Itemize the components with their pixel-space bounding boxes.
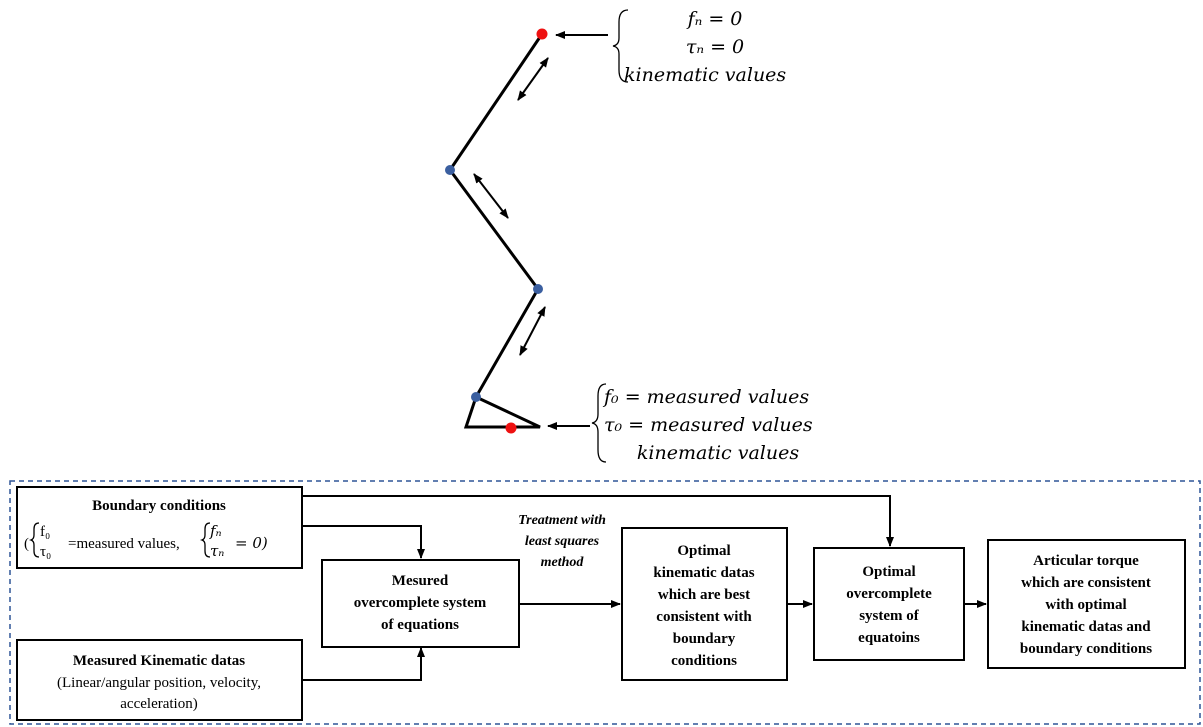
top-condition-brace [612,9,629,83]
boundary-conditions-box: Boundary conditions ( f₀ τ₀ =measured va… [16,486,303,569]
articular-torque-box: Articular torque which are consistent wi… [987,539,1186,669]
bottom-condition-group: f₀ = measured values τ₀ = measured value… [591,383,813,464]
optimal-kinematic-line5: boundary [673,631,736,647]
flow-connectors [302,495,987,681]
segment-arrow-top [517,57,549,101]
boundary-conditions-title: Boundary conditions [92,498,226,514]
boundary-brace-right [199,522,211,558]
optimal-kinematic-line3: which are best [658,587,750,603]
optimal-system-line1: Optimal [862,564,915,580]
boundary-zero: = 0) [235,534,268,552]
boundary-open-paren: ( [24,536,29,552]
articular-torque-line2: which are consistent [1021,575,1151,591]
bottom-condition-brace [591,383,607,463]
measured-kinematic-box: Measured Kinematic datas (Linear/angular… [16,639,303,721]
mesured-system-line3: of equations [381,617,459,633]
optimal-system-line2: overcomplete [846,586,932,602]
optimal-system-line4: equatoins [858,630,920,646]
treatment-note: Treatment with least squares method [518,513,606,570]
linkage-segments [448,33,544,429]
measured-kinematic-title: Measured Kinematic datas [73,653,245,669]
bottom-condition-line3: kinematic values [637,442,799,464]
optimal-system-line3: system of [859,608,920,624]
mesured-system-box: Mesured overcomplete system of equations [321,559,520,648]
top-condition-group: fₙ = 0 τₙ = 0 kinematic values [612,8,786,86]
measured-kinematic-line2: acceleration) [120,696,197,712]
articular-torque-line5: boundary conditions [1020,641,1152,657]
articular-torque-line1: Articular torque [1033,553,1139,569]
connector-boundary-to-optimal-system [302,495,894,547]
joint-lower [471,392,481,402]
treatment-note-line1: Treatment with [518,513,606,528]
top-condition-line2: τₙ = 0 [686,36,744,58]
boundary-fn: fₙ [209,522,222,540]
joint-middle [533,284,543,294]
articular-torque-line4: kinematic datas and [1021,619,1151,635]
segment-arrow-lower [519,306,546,356]
articular-torque-line3: with optimal [1045,597,1126,613]
optimal-kinematic-line2: kinematic datas [653,565,754,581]
boundary-taun: τₙ [210,542,224,560]
optimal-kinematic-line1: Optimal [677,543,730,559]
top-condition-line1: fₙ = 0 [686,8,743,30]
endpoint-top [536,28,548,40]
optimal-kinematic-line6: conditions [671,653,737,669]
bottom-condition-line2: τ₀ = measured values [604,414,813,436]
joint-upper [445,165,455,175]
mesured-system-line2: overcomplete system [354,595,487,611]
top-condition-line3: kinematic values [624,64,786,86]
endpoint-bottom [505,422,517,434]
bottom-condition-line1: f₀ = measured values [602,386,809,408]
boundary-tau0: τ₀ [40,544,51,560]
boundary-measured-values: =measured values, [68,536,180,552]
boundary-brace-left [28,522,40,558]
flowchart-frame [9,480,1201,725]
segment-arrow-middle [473,173,509,219]
treatment-note-line3: method [541,555,585,570]
mesured-system-line1: Mesured [392,573,449,589]
optimal-system-box: Optimal overcomplete system of equatoins [813,547,965,661]
optimal-kinematic-line4: consistent with [656,609,752,625]
boundary-f0: f₀ [40,524,50,540]
measured-kinematic-line1: (Linear/angular position, velocity, [57,675,261,691]
connector-kinematic-to-mesured [302,647,425,681]
treatment-note-line2: least squares [525,534,600,549]
linkage-figure [445,28,608,434]
optimal-kinematic-box: Optimal kinematic datas which are best c… [621,527,788,681]
connector-boundary-to-mesured [302,525,425,559]
